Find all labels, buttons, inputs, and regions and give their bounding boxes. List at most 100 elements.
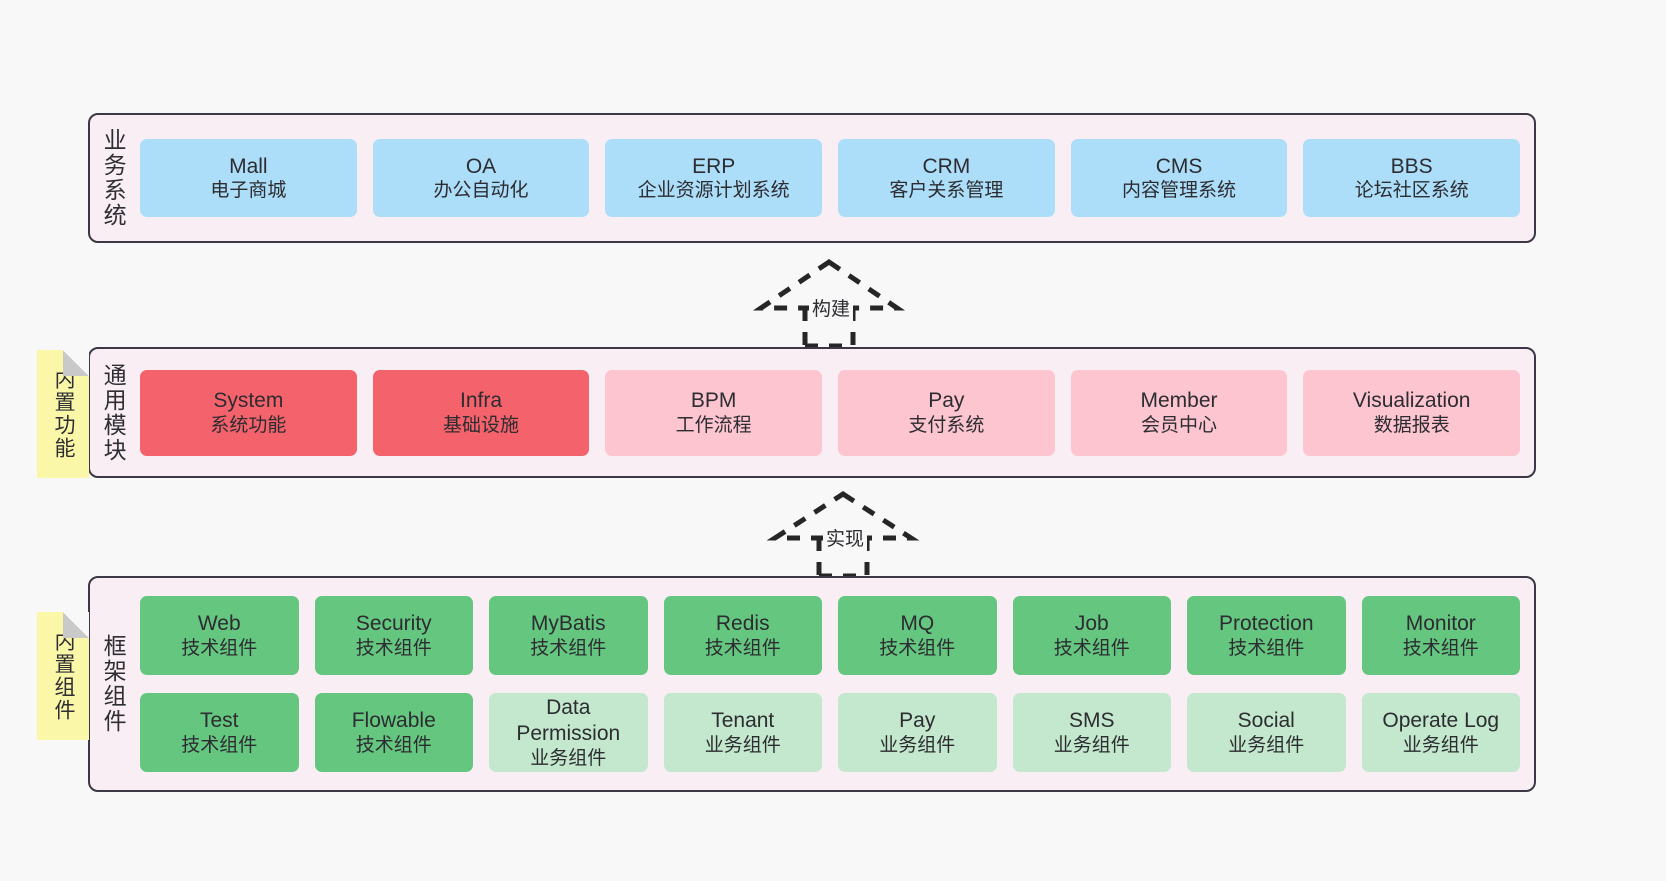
node-title: Test: [199, 709, 239, 733]
node-monitor[interactable]: Monitor 技术组件: [1361, 596, 1520, 675]
node-operate-log[interactable]: Operate Log 业务组件: [1361, 693, 1520, 772]
node-title: Security: [355, 612, 432, 636]
node-web[interactable]: Web 技术组件: [140, 596, 299, 675]
layer-label-business-systems: 业务系统: [100, 128, 127, 228]
node-subtitle: 电子商城: [210, 180, 287, 202]
node-title: ERP: [692, 154, 736, 178]
node-infra[interactable]: Infra 基础设施: [372, 369, 590, 456]
connector-build-label: 构建: [809, 294, 854, 321]
node-pay-component[interactable]: Pay 业务组件: [838, 693, 997, 772]
node-subtitle: 基础设施: [443, 414, 520, 436]
node-title: Protection: [1218, 612, 1314, 636]
layer-body-business-systems: Mall 电子商城 OA 办公自动化 ERP 企业资源计划系统 CRM 客户关系…: [136, 115, 1534, 241]
node-title: MyBatis: [530, 612, 606, 636]
node-redis[interactable]: Redis 技术组件: [663, 596, 822, 675]
node-mybatis[interactable]: MyBatis 技术组件: [489, 596, 648, 675]
node-subtitle: 技术组件: [355, 637, 432, 659]
note-builtin-functions: 内置功能: [37, 350, 89, 478]
node-row: Web 技术组件 Security 技术组件 MyBatis 技术组件 Redi…: [140, 596, 1520, 675]
node-member[interactable]: Member 会员中心: [1070, 369, 1288, 456]
node-title: System: [213, 389, 284, 413]
node-subtitle: 数据报表: [1373, 414, 1450, 436]
node-subtitle: 技术组件: [1228, 637, 1305, 659]
layer-label-common-modules: 通用模块: [100, 362, 127, 463]
node-flowable[interactable]: Flowable 技术组件: [314, 693, 473, 772]
node-title: Web: [197, 612, 241, 636]
node-sms[interactable]: SMS 业务组件: [1012, 693, 1171, 772]
node-subtitle: 内容管理系统: [1122, 180, 1237, 202]
note-builtin-components: 内置组件: [37, 612, 89, 740]
node-job[interactable]: Job 技术组件: [1012, 596, 1171, 675]
node-title: Social: [1237, 709, 1295, 733]
node-mall[interactable]: Mall 电子商城: [140, 139, 357, 217]
node-subtitle: 技术组件: [530, 637, 607, 659]
node-system[interactable]: System 系统功能: [140, 369, 357, 456]
node-row: Mall 电子商城 OA 办公自动化 ERP 企业资源计划系统 CRM 客户关系…: [140, 139, 1521, 217]
note-label: 内置组件: [52, 630, 76, 722]
node-title: CRM: [922, 154, 971, 178]
node-crm[interactable]: CRM 客户关系管理: [838, 139, 1055, 217]
connector-implement: 实现: [766, 490, 920, 579]
node-subtitle: 业务组件: [1228, 734, 1305, 756]
node-subtitle: 支付系统: [908, 414, 985, 436]
layer-label-framework-components: 框架组件: [100, 634, 127, 734]
layer-common-modules: 通用模块 System 系统功能 Infra 基础设施 BPM 工作流程 Pay…: [88, 347, 1536, 478]
node-title: SMS: [1068, 709, 1115, 733]
node-mq[interactable]: MQ 技术组件: [838, 596, 997, 675]
node-subtitle: 工作流程: [675, 414, 752, 436]
node-data-permission[interactable]: Data Permission 业务组件: [489, 693, 648, 772]
node-cms[interactable]: CMS 内容管理系统: [1070, 139, 1288, 217]
node-row: Test 技术组件 Flowable 技术组件 Data Permission …: [140, 693, 1520, 772]
node-test[interactable]: Test 技术组件: [140, 693, 299, 772]
node-title: Mall: [229, 154, 268, 178]
node-visualization[interactable]: Visualization 数据报表: [1303, 369, 1521, 456]
note-label: 内置功能: [52, 368, 76, 460]
node-subtitle: 技术组件: [1053, 637, 1130, 659]
node-subtitle: 业务组件: [879, 734, 956, 756]
node-title: Redis: [715, 612, 770, 636]
node-bbs[interactable]: BBS 论坛社区系统: [1303, 139, 1521, 217]
node-title: CMS: [1155, 154, 1203, 178]
node-subtitle: 办公自动化: [433, 180, 529, 202]
node-oa[interactable]: OA 办公自动化: [372, 139, 590, 217]
node-title: BBS: [1390, 154, 1433, 178]
node-security[interactable]: Security 技术组件: [314, 596, 473, 675]
node-title: Monitor: [1405, 612, 1476, 636]
node-social[interactable]: Social 业务组件: [1187, 693, 1346, 772]
connector-build: 构建: [752, 258, 906, 349]
node-subtitle: 技术组件: [704, 637, 781, 659]
node-title: Flowable: [351, 709, 436, 733]
node-subtitle: 企业资源计划系统: [637, 180, 790, 202]
node-subtitle: 业务组件: [1402, 734, 1479, 756]
node-title: Job: [1074, 612, 1109, 636]
node-subtitle: 业务组件: [704, 734, 781, 756]
node-subtitle: 系统功能: [210, 414, 287, 436]
layer-body-common-modules: System 系统功能 Infra 基础设施 BPM 工作流程 Pay 支付系统…: [136, 349, 1534, 476]
node-protection[interactable]: Protection 技术组件: [1187, 596, 1346, 675]
connector-implement-label: 实现: [823, 524, 868, 551]
node-title: Data Permission: [516, 696, 621, 745]
node-title: OA: [465, 154, 497, 178]
node-subtitle: 技术组件: [181, 637, 258, 659]
node-subtitle: 技术组件: [879, 637, 956, 659]
node-subtitle: 业务组件: [1053, 734, 1130, 756]
node-subtitle: 技术组件: [181, 734, 258, 756]
node-tenant[interactable]: Tenant 业务组件: [663, 693, 822, 772]
node-title: Operate Log: [1382, 709, 1500, 733]
layer-framework-components: 框架组件 Web 技术组件 Security 技术组件 MyBatis 技术组件…: [88, 576, 1536, 792]
node-title: Visualization: [1352, 389, 1471, 413]
node-subtitle: 技术组件: [1402, 637, 1479, 659]
node-title: Member: [1140, 389, 1218, 413]
node-subtitle: 技术组件: [355, 734, 432, 756]
node-title: BPM: [690, 389, 737, 413]
node-pay[interactable]: Pay 支付系统: [838, 369, 1055, 456]
node-bpm[interactable]: BPM 工作流程: [605, 369, 823, 456]
node-row: System 系统功能 Infra 基础设施 BPM 工作流程 Pay 支付系统…: [140, 369, 1521, 456]
node-erp[interactable]: ERP 企业资源计划系统: [605, 139, 823, 217]
layer-body-framework-components: Web 技术组件 Security 技术组件 MyBatis 技术组件 Redi…: [136, 578, 1534, 790]
node-subtitle: 业务组件: [530, 747, 607, 769]
node-title: Infra: [459, 389, 503, 413]
node-subtitle: 会员中心: [1141, 414, 1218, 436]
node-title: MQ: [900, 612, 935, 636]
